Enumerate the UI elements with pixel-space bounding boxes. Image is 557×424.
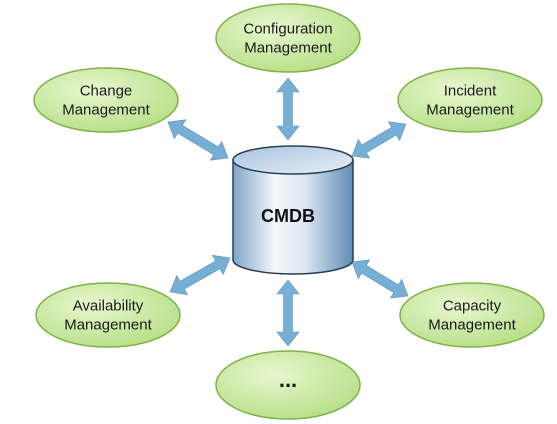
node-incident-ellipse	[397, 67, 543, 133]
node-incident-label-line-2: Management	[426, 102, 514, 119]
cmdb-cylinder-top	[232, 145, 354, 175]
node-configuration-label-line-1: Configuration	[243, 21, 332, 38]
node-change-label-line-2: Management	[62, 102, 150, 119]
node-availability-label-line-2: Management	[64, 317, 152, 334]
node-availability-ellipse	[35, 282, 181, 348]
node-incident-label-line-1: Incident	[444, 83, 497, 100]
node-change-ellipse	[33, 67, 179, 133]
arrow-incident	[351, 121, 407, 159]
process-nodes: ConfigurationManagementChangeManagementI…	[33, 3, 545, 420]
node-capacity-label-line-1: Capacity	[443, 298, 502, 315]
arrow-availability	[169, 254, 231, 296]
arrow-capacity	[351, 259, 409, 299]
node-more: ...	[215, 350, 361, 420]
node-change-label-line-1: Change	[80, 83, 133, 100]
node-configuration-label-line-2: Management	[244, 40, 332, 57]
arrow-configuration	[276, 77, 300, 141]
node-configuration-ellipse	[215, 3, 361, 73]
connector-arrows	[167, 77, 409, 347]
node-capacity-ellipse	[399, 282, 545, 348]
node-more-ellipse	[215, 350, 361, 420]
cmdb-cylinder-body	[232, 159, 354, 275]
arrow-more	[276, 279, 300, 347]
node-availability-label-line-1: Availability	[73, 298, 144, 315]
arrow-change	[167, 119, 229, 161]
cmdb-database: CMDB	[232, 145, 354, 275]
node-capacity-label-line-2: Management	[428, 317, 516, 334]
cmdb-label: CMDB	[261, 206, 315, 226]
node-more-label-line-1: ...	[279, 367, 297, 392]
